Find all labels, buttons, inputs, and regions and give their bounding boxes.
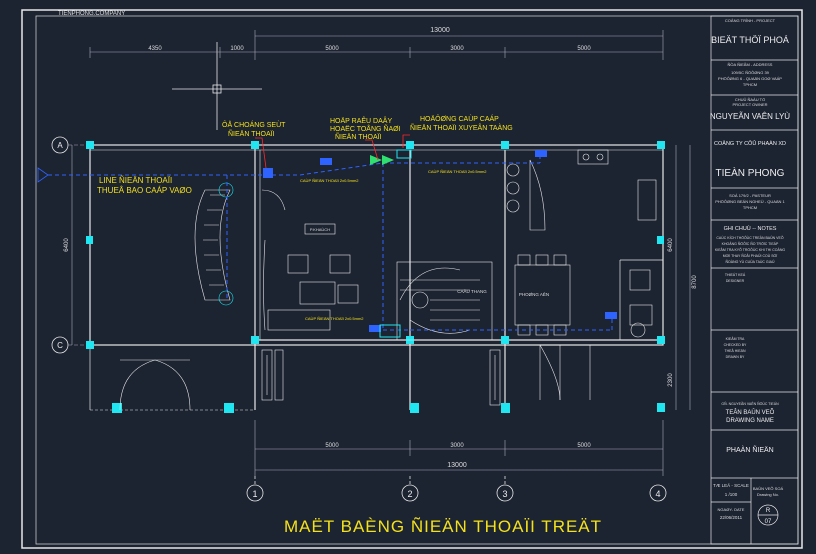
room-living: P.KHAÙCH [310, 227, 330, 232]
entry-stair [119, 182, 234, 411]
dim-bottom-seg-1: 5000 [325, 443, 339, 449]
dim-bottom-seg-3: 5000 [577, 443, 591, 449]
side-dimensions [71, 145, 691, 410]
top-dimensions [89, 30, 664, 60]
tb-date-label: NGAØY- DATE [718, 507, 745, 512]
tb-draw-label: THEÅ HIEÄN [724, 348, 745, 353]
line-label-1: LINE ÑIEÄN THOAÏI [99, 176, 172, 185]
tb-note-2: KHOÂNG ÑÖÔÏC ÑO TRÖÏC TIEÁP [722, 241, 779, 246]
leader-lines [255, 134, 410, 169]
tb-scale: 1 /100 [725, 492, 738, 497]
axis-row-c-label: C [57, 341, 63, 350]
line-label-2: THUEÂ BAO CAÁP VAØO [97, 186, 192, 195]
cable-label-1: HOÄÔØNG CAÙP CAÁP [420, 114, 499, 123]
room-stairs: CAÀU THANG [457, 288, 487, 294]
tb-company-addr-1: SOÁ 179/2 - PASTEUR [729, 193, 771, 198]
axis-col-markers [246, 476, 667, 502]
dim-top-seg-1: 5000 [325, 46, 339, 52]
dim-top-total: 13000 [430, 27, 450, 34]
tb-owner-label: CHUÛ ÑAÀU TÖ [735, 97, 765, 102]
axis-col-1: 1 [252, 489, 257, 499]
tb-project: BIEÄT THÖÏ PHOÁ [711, 35, 789, 45]
tb-check: CHECKED BY [724, 343, 747, 347]
tb-sheet-r: R [766, 508, 771, 514]
tb-note-3: KIEÅM TRA KYÕ TRÖÔÙC KHI THI COÂNG [715, 247, 785, 252]
tb-design: DESIGNER [726, 279, 745, 283]
cable-spec-1: CAÙP ÑIEÄN THOAÏI 2x0.5mm2 [300, 178, 359, 183]
tb-drawing-name-1: TEÂN BAÛN VEÕ [726, 409, 775, 416]
tb-note-5: ÑOÀNG YÙ CUÛA TAÙC GIAÛ [725, 259, 774, 264]
cable-spec-2: CAÙP ÑIEÄN THOAÏI 2x0.5mm2 [428, 169, 487, 174]
axis-col-3: 3 [502, 489, 507, 499]
telephone-outlets [263, 149, 617, 338]
dim-top-left-2: 1000 [230, 46, 244, 52]
tb-scale-label: TÆ LEÄ - SCALE [713, 482, 749, 488]
incoming-line-arrow-icon [37, 167, 49, 183]
axis-col-4: 4 [655, 489, 660, 499]
tb-company-label: COÂNG TY CÔÛ PHAÀN XD [714, 140, 786, 147]
room-dining: PHOØNG AÊN [519, 290, 549, 297]
tb-notes-label: GHI CHUÙ -- NOTES [724, 225, 777, 232]
crosshair-cursor [172, 42, 262, 130]
dining-furniture [506, 149, 657, 401]
tb-addr-1: 109/5C ÑÖÔØNG 39 [731, 70, 770, 75]
tb-sheet-label: BAÛN VEÕ SOÁ [753, 486, 784, 491]
spiral-stair [396, 261, 493, 341]
axis-row-a: A [51, 136, 90, 154]
tb-design-label: THIEÁT KEÁ [725, 273, 746, 277]
axis-row-a-label: A [57, 141, 63, 150]
tb-part: PHAÀN ÑIEÄN [726, 445, 773, 454]
socket-label-1: ÔÅ CHOÁNG SEÙT [222, 120, 286, 129]
living-furniture [261, 189, 359, 331]
tb-drawing-name-2: DRAWING NAME [726, 418, 774, 424]
dim-right-vert-total: 8700 [692, 275, 698, 289]
socket-label-2: ÑIEÄN THOAÏI [228, 129, 275, 138]
tb-addr-3: TPHCM [743, 82, 757, 87]
building-walls [89, 144, 664, 411]
dim-right-vert-2: 2300 [668, 373, 674, 387]
tb-addr-2: PHÖÔØNG 6 - QUAÄN GOØ VAÁP [718, 76, 782, 81]
dim-left-vert: 6400 [64, 238, 70, 252]
dim-top-left-1: 4350 [148, 46, 162, 52]
tb-company-addr-3: TPHCM [743, 205, 757, 210]
tb-company: TIEÀN PHONG [716, 166, 785, 179]
tb-sheet-no: 07 [765, 519, 772, 525]
telephone-wiring [48, 155, 613, 331]
dim-top-seg-3: 5000 [577, 46, 591, 52]
dim-bottom-seg-2: 3000 [450, 443, 464, 449]
box-label-1: HOÄP RAÊU DAÂY [330, 116, 392, 125]
box-label-3: ÑIEÄN THOAÏI [335, 132, 382, 141]
axis-col-2: 2 [407, 489, 412, 499]
tb-date: 22/06/2011 [720, 515, 743, 520]
tb-owner-label-2: PROJECT OWNER [732, 102, 767, 107]
dim-top-seg-2: 3000 [450, 46, 464, 52]
tb-director: GÑ. NGUYEÃN VAÊN ÑÖÙC TIEÁN [721, 401, 779, 406]
tb-addr-label: ÑÒA ÑIEÅM - ADDRESS [728, 62, 773, 67]
tb-draw: DRAWN BY [726, 355, 745, 359]
structural-columns [86, 141, 665, 413]
tb-header: COÂNG TRÌNH - PROJECT [725, 18, 776, 23]
tb-note-4: MOÏI THAY ÑOÅI PHAÛI COÙ SÖÏ [723, 253, 777, 258]
dim-right-vert-1: 6400 [668, 238, 674, 252]
title-block [710, 15, 799, 545]
axis-row-c: C [51, 336, 90, 354]
tb-sheet-label-2: Drawing No. [757, 492, 779, 497]
drawing-title: MAËT BAÈNG ÑIEÄN THOAÏI TREÄT [284, 517, 602, 536]
tb-note-1: CAÙC KÍCH THÖÔÙC TREÂN BAÛN VEÕ [716, 235, 783, 240]
watermark: TIENPHONG.COMPANY [58, 11, 125, 17]
cable-spec-3: CAÙP ÑIEÄN THOAÏI 2x0.5mm2 [305, 316, 364, 321]
dim-bottom-total: 13000 [447, 462, 467, 469]
tb-owner: NGUYEÃN VAÊN LYÙ [710, 112, 790, 121]
windows-bottom [261, 349, 501, 406]
tb-company-addr-2: PHÖÔØNG BEÁN NGHEÙ - QUAÄN 1 [715, 199, 785, 204]
tb-check-label: KIEÅM TRA [726, 336, 745, 341]
bottom-dimensions [254, 420, 664, 476]
cable-label-2: ÑIEÄN THOAÏI XUYEÂN TAÀNG [410, 123, 513, 132]
outer-frame [21, 9, 803, 549]
box-label-2: HOAËC TOÅNG ÑAØI [330, 124, 401, 133]
